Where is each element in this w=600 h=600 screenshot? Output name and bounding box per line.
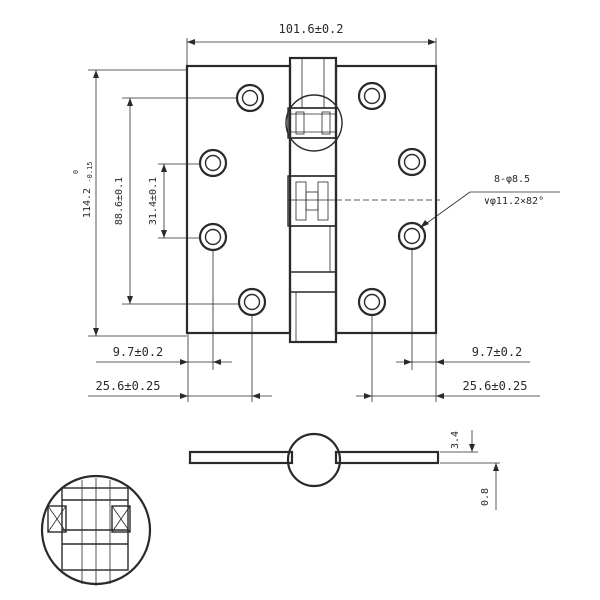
screw-hole [397, 147, 427, 177]
hole-offset-right-label: 25.6±0.25 [462, 379, 527, 393]
overall-height-label: 114.2 [82, 188, 93, 218]
detail-view-enlarged [40, 474, 152, 586]
overall-width-label: 101.6±0.2 [278, 22, 343, 36]
hinge-front-view [185, 56, 438, 344]
edge-offset-left-label: 9.7±0.2 [113, 345, 164, 359]
edge-offset-right-label: 9.7±0.2 [472, 345, 523, 359]
screw-hole [198, 148, 228, 178]
countersink-callout-label: ∨φ11.2×82° [484, 196, 544, 207]
leaf-thickness-bottom-label: 0.8 [480, 488, 491, 506]
height-tolerance-lower: -0.15 [86, 161, 94, 182]
leaf-thickness-top-label: 3.4 [450, 431, 461, 449]
hinge-right-leaf [334, 64, 438, 335]
screw-hole [235, 83, 265, 113]
height-tolerance-upper: 0 [72, 170, 80, 174]
screw-hole [357, 81, 387, 111]
holes-callout-label: 8-φ8.5 [494, 174, 530, 185]
detail-circle-marker [285, 94, 343, 152]
hole-vertical-inner-label: 31.4±0.1 [148, 177, 159, 225]
screw-hole [237, 287, 267, 317]
dimension-lines [88, 38, 560, 402]
screw-hole [198, 222, 228, 252]
screw-hole [357, 287, 387, 317]
hole-offset-left-label: 25.6±0.25 [95, 379, 160, 393]
hinge-side-view [188, 430, 500, 510]
hole-vertical-outer-label: 88.6±0.1 [114, 177, 125, 225]
